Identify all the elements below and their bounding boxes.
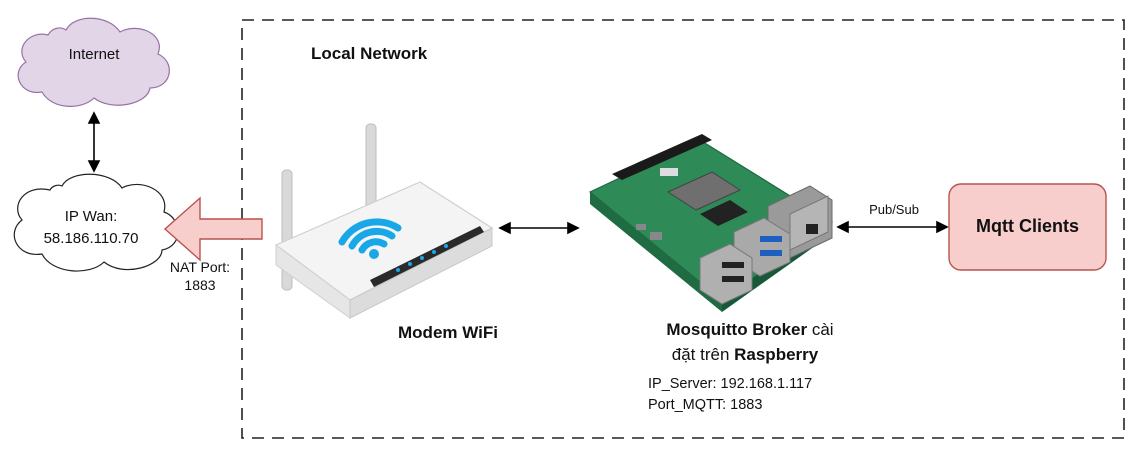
nat-port-label: NAT Port: <box>169 259 231 275</box>
broker-title-rest: cài <box>807 320 834 339</box>
broker-title-bold: Mosquitto Broker <box>666 320 808 339</box>
local-network-title: Local Network <box>311 44 428 63</box>
modem-broker-link <box>498 221 580 235</box>
broker-subtitle: đặt trên Raspberry <box>610 345 880 365</box>
broker-clients-link <box>836 220 949 234</box>
mqtt-clients-label: Mqtt Clients <box>976 216 1079 236</box>
internet-cloud <box>17 17 170 107</box>
modem-label: Modem WiFi <box>398 323 498 342</box>
nat-arrow <box>163 196 263 262</box>
router-image <box>274 123 494 319</box>
broker-subtitle-bold: Raspberry <box>734 345 819 364</box>
broker-title: Mosquitto Broker cài <box>610 320 890 340</box>
broker-port-mqtt: Port_MQTT: 1883 <box>648 397 763 413</box>
wan-ip-value: 58.186.110.70 <box>43 230 139 247</box>
broker-subtitle-prefix: đặt trên <box>671 345 735 364</box>
internet-wan-link <box>87 111 101 173</box>
wan-ip-label: IP Wan: <box>64 208 118 225</box>
raspberry-pi-image <box>588 134 834 312</box>
mqtt-clients-box <box>948 183 1107 271</box>
internet-label: Internet <box>68 46 120 63</box>
pubsub-label: Pub/Sub <box>869 202 919 217</box>
broker-ip-server: IP_Server: 192.168.1.117 <box>648 376 813 392</box>
wan-cloud <box>13 173 179 272</box>
nat-port-value: 1883 <box>184 277 216 293</box>
